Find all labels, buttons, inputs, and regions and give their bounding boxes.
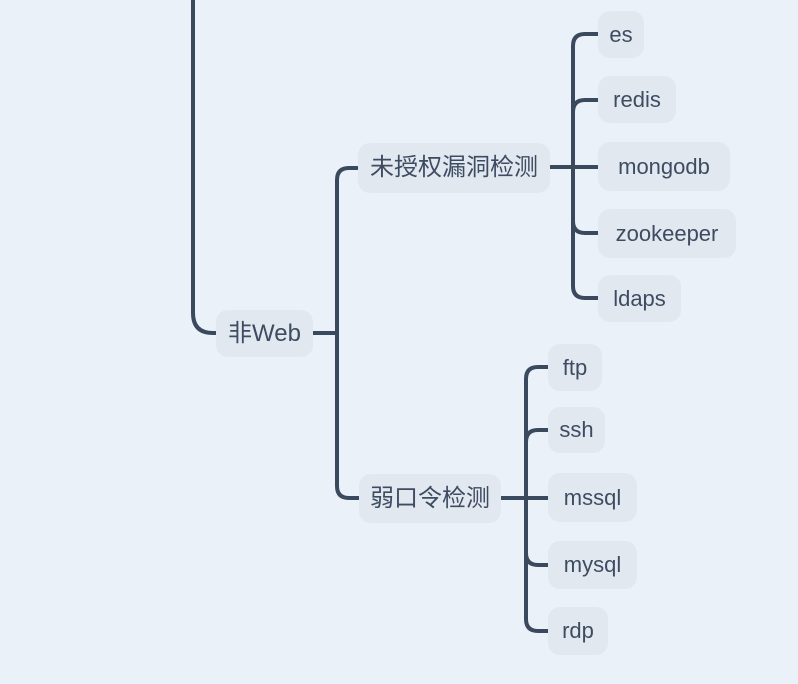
connector-to-mysql [524, 551, 550, 567]
mindmap-node-mssql[interactable]: mssql [548, 473, 637, 522]
mindmap-node-nonweb[interactable]: 非Web [216, 310, 313, 357]
mindmap-node-mongodb[interactable]: mongodb [598, 142, 730, 191]
mindmap-node-redis[interactable]: redis [598, 76, 676, 123]
mindmap-node-es[interactable]: es [598, 11, 644, 58]
connector-to-redis [571, 98, 600, 114]
mindmap-node-mysql[interactable]: mysql [548, 541, 637, 589]
connector-to-ssh [524, 428, 550, 444]
mindmap-node-weak-password-detect[interactable]: 弱口令检测 [359, 474, 501, 523]
mindmap-node-rdp[interactable]: rdp [548, 607, 608, 655]
mindmap-node-unauth-vuln-detect[interactable]: 未授权漏洞检测 [358, 143, 550, 193]
mindmap-node-ftp[interactable]: ftp [548, 344, 602, 391]
mindmap-node-ldaps[interactable]: ldaps [598, 275, 681, 322]
connector-to-zookeeper [571, 219, 600, 235]
mindmap-node-zookeeper[interactable]: zookeeper [598, 209, 736, 258]
connector-parent-to-nonweb [191, 0, 218, 335]
connector-weakpwd-trunk [524, 365, 550, 633]
mindmap-node-ssh[interactable]: ssh [548, 407, 605, 453]
connector-branch-trunk [335, 166, 361, 500]
connector-unauth-trunk [571, 32, 600, 300]
